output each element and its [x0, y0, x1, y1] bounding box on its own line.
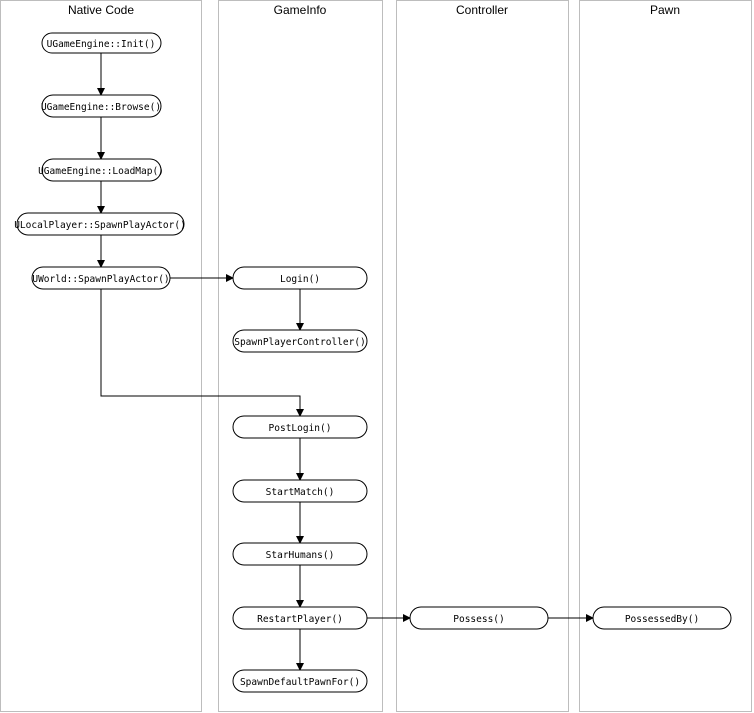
node-box — [232, 606, 368, 630]
node-box — [232, 479, 368, 503]
node-label: UGameEngine::Browse() — [41, 102, 161, 113]
nodes: UGameEngine::Init() UGameEngine::Browse(… — [14, 32, 732, 693]
edges — [97, 53, 594, 671]
lane-gameinfo — [218, 0, 383, 712]
node-postlogin: PostLogin() — [232, 415, 368, 439]
node-label: StartMatch() — [266, 487, 335, 498]
lane-title-gameinfo: GameInfo — [274, 3, 327, 17]
node-starhumans: StarHumans() — [232, 542, 368, 566]
node-label: Login() — [280, 274, 320, 285]
node-box — [41, 32, 162, 54]
node-ugameengine-init: UGameEngine::Init() — [41, 32, 162, 54]
node-box — [409, 606, 549, 630]
node-restartplayer: RestartPlayer() — [232, 606, 368, 630]
node-box — [232, 542, 368, 566]
node-box — [232, 415, 368, 439]
lane-title-controller: Controller — [456, 3, 508, 17]
node-label: Possess() — [453, 614, 504, 625]
node-uworld-spawnplayactor: UWorld::SpawnPlayActor() — [31, 266, 171, 290]
node-label: SpawnDefaultPawnFor() — [240, 677, 360, 688]
node-box — [31, 266, 171, 290]
node-box — [592, 606, 732, 630]
node-box — [232, 266, 368, 290]
lane-title-pawn: Pawn — [650, 3, 680, 17]
node-startmatch: StartMatch() — [232, 479, 368, 503]
node-possessedby: PossessedBy() — [592, 606, 732, 630]
node-label: StarHumans() — [266, 550, 335, 561]
node-label: PostLogin() — [269, 423, 332, 434]
edge-world-to-postlogin — [100, 289, 304, 417]
node-label: UWorld::SpawnPlayActor() — [32, 274, 169, 285]
lane-native-code — [0, 0, 202, 712]
node-label: UGameEngine::LoadMap() — [38, 166, 164, 177]
node-possess: Possess() — [409, 606, 549, 630]
node-label: UGameEngine::Init() — [47, 39, 156, 50]
node-label: PossessedBy() — [625, 614, 699, 625]
node-login: Login() — [232, 266, 368, 290]
lane-title-native-code: Native Code — [68, 3, 134, 17]
node-box — [232, 329, 368, 353]
node-ulocalplayer-spawnplayactor: ULocalPlayer::SpawnPlayActor() — [14, 212, 186, 236]
node-ugameengine-loadmap: UGameEngine::LoadMap() — [38, 158, 164, 182]
node-label: RestartPlayer() — [257, 614, 343, 625]
node-label: ULocalPlayer::SpawnPlayActor() — [14, 220, 186, 231]
node-box — [41, 158, 162, 182]
node-box — [41, 94, 162, 118]
node-spawnplayercontroller: SpawnPlayerController() — [232, 329, 368, 353]
node-ugameengine-browse: UGameEngine::Browse() — [41, 94, 162, 118]
node-box — [16, 212, 185, 236]
node-label: SpawnPlayerController() — [234, 337, 366, 348]
lane-pawn — [579, 0, 752, 712]
lane-titles: Native Code GameInfo Controller Pawn — [68, 3, 680, 17]
node-box — [232, 669, 368, 693]
lane-controller — [396, 0, 569, 712]
node-spawndefaultpawnfor: SpawnDefaultPawnFor() — [232, 669, 368, 693]
